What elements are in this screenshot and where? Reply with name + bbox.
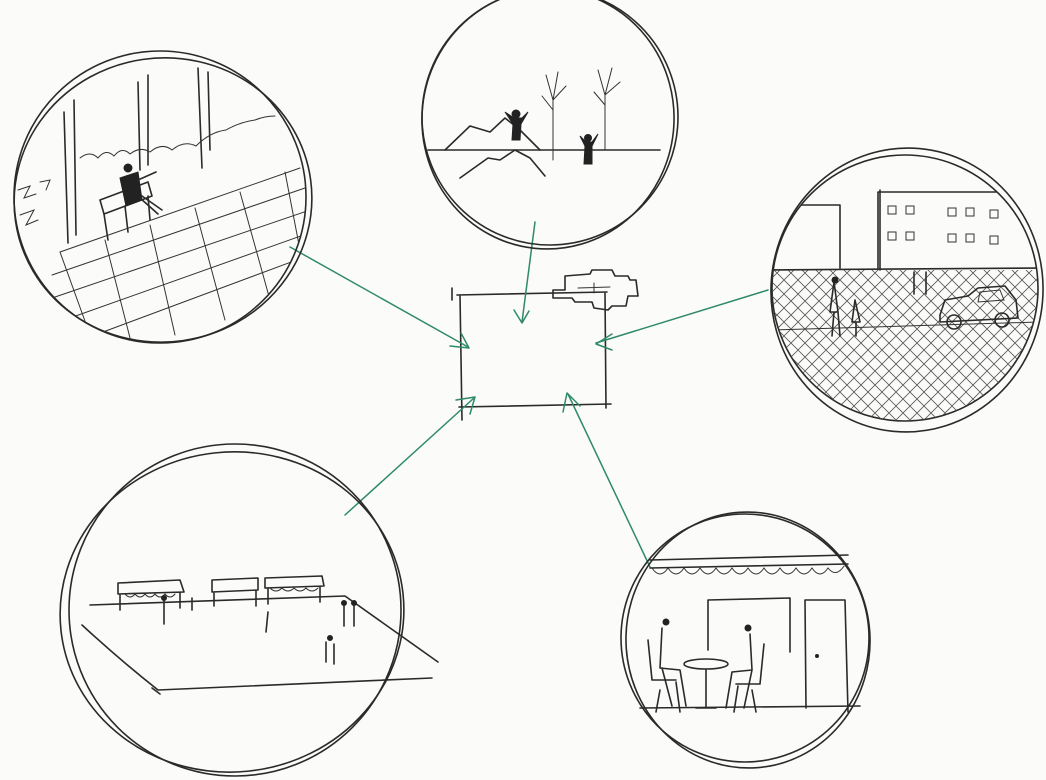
cafe-table-icon [647,618,765,713]
market-stalls-icon [117,575,325,611]
connection-arrows [289,221,769,568]
arrow-from-park-bench [289,246,470,349]
scene-hills-celebration [421,0,679,250]
central-site-plan [451,269,639,421]
church-plan-icon [552,269,639,311]
arrow-from-hills-celebration [513,221,536,324]
parked-car-icon [939,285,1019,330]
shoppers-icon [161,595,357,665]
arrow-from-street-parking [595,289,769,351]
pedestrians-icon [829,271,927,337]
scene-cafe-terrace [620,511,871,769]
arrow-from-cafe-terrace [562,392,651,568]
scene-street-parking [770,147,1044,433]
scene-market-square [59,443,439,777]
person-on-bench-icon [99,163,163,241]
arrow-from-market-square [344,396,476,516]
people-cheering-icon [504,109,599,165]
scene-park-bench [13,50,313,344]
